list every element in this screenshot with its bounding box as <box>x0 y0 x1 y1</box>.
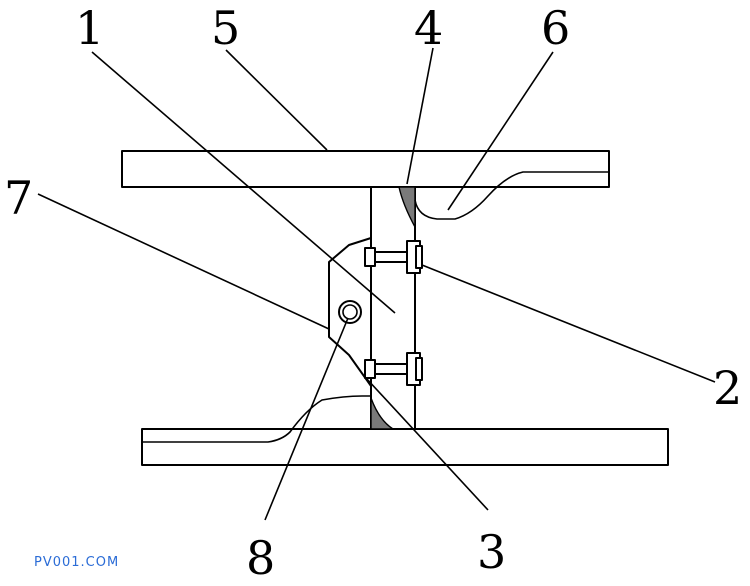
callout-6: 6 <box>541 1 570 55</box>
pin-inner <box>342 304 358 320</box>
callout-1: 1 <box>75 1 104 55</box>
leader-6 <box>447 51 554 211</box>
leader-8 <box>264 317 349 521</box>
leader-3 <box>365 377 489 511</box>
leader-2 <box>421 264 716 383</box>
leader-4 <box>406 47 434 185</box>
leader-1 <box>91 51 396 314</box>
bottom-weld <box>370 397 396 430</box>
callout-5: 5 <box>211 1 240 55</box>
upper-sweep-line <box>414 171 609 220</box>
callout-4: 4 <box>414 1 443 55</box>
callout-7: 7 <box>4 171 33 225</box>
callout-2: 2 <box>713 361 742 415</box>
central-body <box>370 186 416 430</box>
top-plate <box>121 150 610 188</box>
lower-bolt <box>364 352 423 386</box>
leader-7 <box>37 193 330 330</box>
upper-bolt <box>364 240 423 274</box>
callout-8: 8 <box>246 531 275 585</box>
lower-sweep-line <box>142 395 371 443</box>
top-weld <box>398 186 416 228</box>
callout-3: 3 <box>477 525 506 579</box>
leader-5 <box>225 49 328 151</box>
watermark-text: PV001.COM <box>34 555 119 570</box>
bottom-plate <box>141 428 669 466</box>
